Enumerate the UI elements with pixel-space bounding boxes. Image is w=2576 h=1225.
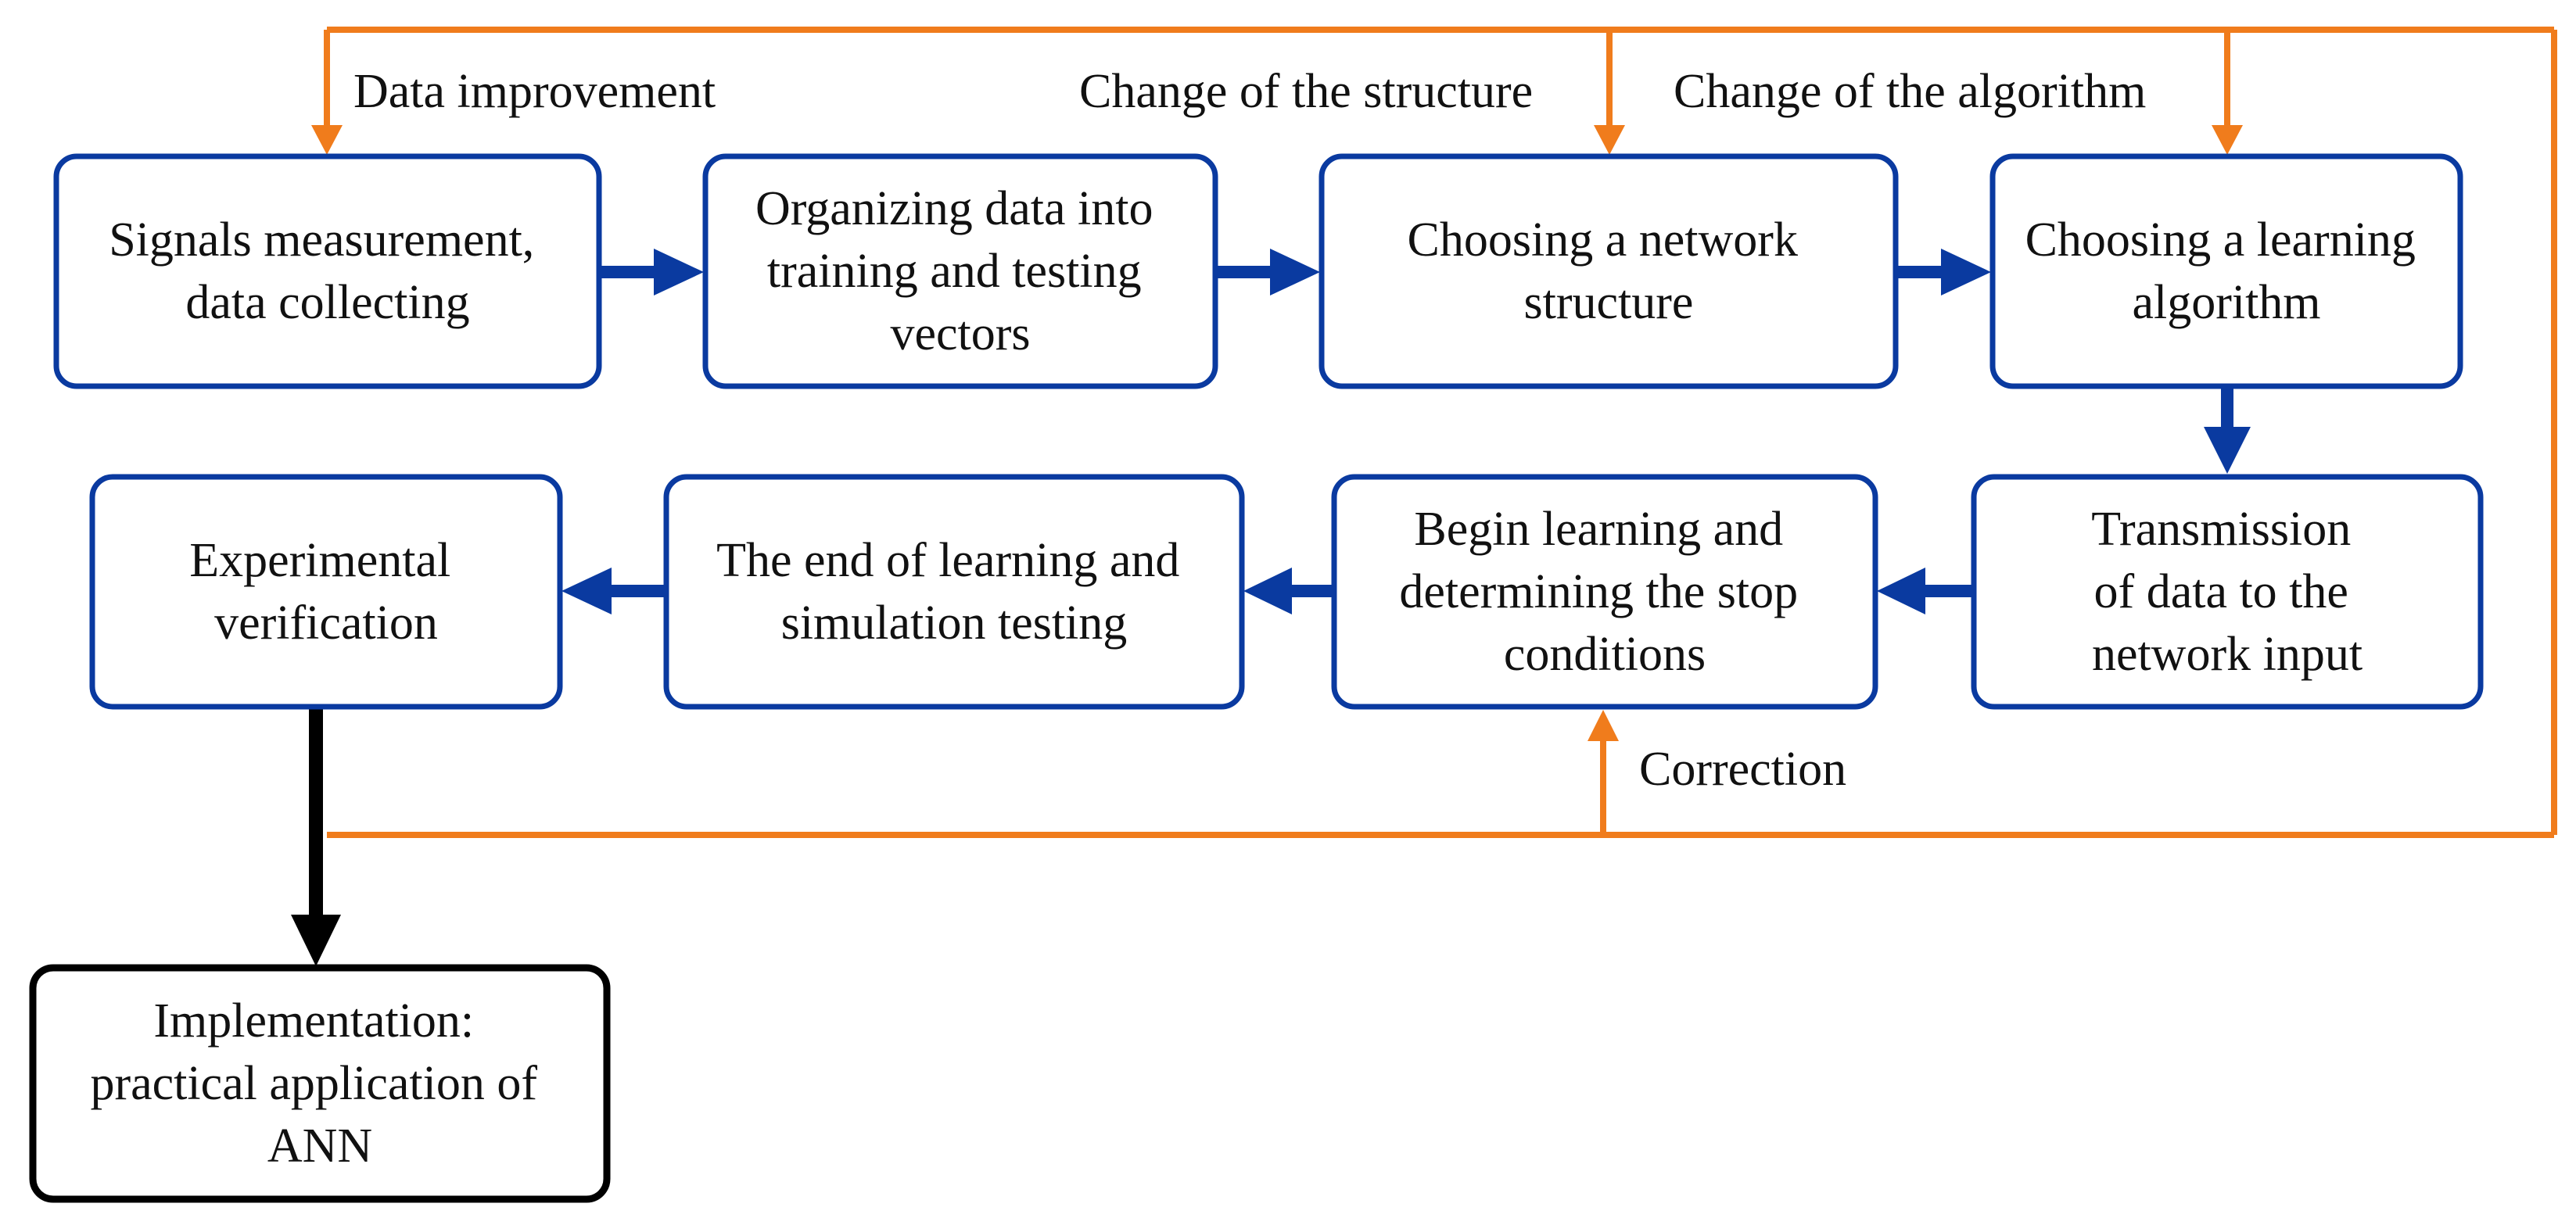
arrow-end-to-experimental-head <box>561 568 612 614</box>
node-structure-box <box>1318 153 1899 389</box>
node-end: The end of learning and simulation testi… <box>663 474 1245 710</box>
node-begin-line-1: Begin learning and <box>1414 503 1783 556</box>
arrow-organizing-to-structure-head <box>1270 249 1320 296</box>
node-transmission-label: Transmission of data to the network inpu… <box>2091 503 2363 681</box>
node-algorithm-line-1: Choosing a learning <box>2025 213 2416 267</box>
node-algorithm-label: Choosing a learning algorithm <box>2025 213 2428 329</box>
feedback-arrowhead-signals <box>311 125 343 155</box>
node-organizing-label: Organizing data into training and testin… <box>755 182 1165 360</box>
label-change-structure: Change of the structure <box>1079 65 1533 118</box>
node-experimental-line-2: verification <box>214 596 438 650</box>
node-algorithm-box <box>1989 153 2463 389</box>
node-begin-line-3: conditions <box>1504 628 1706 681</box>
node-signals-label: Signals measurement, data collecting <box>109 213 547 329</box>
node-signals-line-2: data collecting <box>185 276 469 329</box>
node-implementation-line-2: practical application of <box>90 1057 537 1110</box>
node-implementation-line-3: ANN <box>267 1119 372 1173</box>
node-organizing-line-2: training and testing <box>767 245 1142 298</box>
node-begin-line-2: determining the stop <box>1399 565 1798 618</box>
node-transmission-line-1: Transmission <box>2091 503 2351 556</box>
arrow-begin-to-end-head <box>1243 568 1292 614</box>
node-signals: Signals measurement, data collecting <box>53 153 602 389</box>
node-implementation-label: Implementation: practical application of… <box>90 994 549 1173</box>
process-arrows <box>561 249 2251 614</box>
node-organizing-line-3: vectors <box>890 307 1030 360</box>
node-begin-box <box>1331 474 1878 710</box>
label-change-algorithm: Change of the algorithm <box>1674 65 2146 118</box>
node-experimental-label: Experimental verification <box>189 534 462 650</box>
feedback-arrowhead-structure <box>1594 125 1625 155</box>
node-algorithm-line-2: algorithm <box>2132 276 2320 329</box>
node-structure-line-2: structure <box>1524 276 1694 329</box>
node-organizing-line-1: Organizing data into <box>755 182 1153 235</box>
node-transmission: Transmission of data to the network inpu… <box>1971 474 2484 710</box>
label-data-improvement: Data improvement <box>353 65 716 118</box>
node-structure-line-1: Choosing a network <box>1408 213 1798 267</box>
arrow-structure-to-algorithm-head <box>1941 249 1991 296</box>
final-arrow <box>291 708 341 966</box>
node-end-box <box>663 474 1245 710</box>
node-structure: Choosing a network structure <box>1318 153 1899 389</box>
label-correction: Correction <box>1639 743 1846 796</box>
feedback-loop <box>311 27 2557 838</box>
node-experimental-line-1: Experimental <box>189 534 450 587</box>
feedback-arrowhead-algorithm <box>2212 125 2243 155</box>
node-organizing: Organizing data into training and testin… <box>702 153 1218 389</box>
node-structure-label: Choosing a network structure <box>1408 213 1810 329</box>
node-experimental-box <box>89 474 563 710</box>
node-begin-label: Begin learning and determining the stop … <box>1399 503 1810 681</box>
node-transmission-line-3: network input <box>2092 628 2363 681</box>
node-end-line-2: simulation testing <box>781 596 1128 650</box>
node-implementation: Implementation: practical application of… <box>29 964 611 1203</box>
arrow-experimental-to-implementation-head <box>291 915 341 966</box>
node-algorithm: Choosing a learning algorithm <box>1989 153 2463 389</box>
arrow-transmission-to-begin-head <box>1877 568 1925 614</box>
node-implementation-line-1: Implementation: <box>153 994 474 1048</box>
node-implementation-box <box>29 964 611 1203</box>
node-transmission-line-2: of data to the <box>2094 565 2348 618</box>
node-signals-box <box>53 153 602 389</box>
feedback-arrowhead-correction <box>1588 710 1619 741</box>
node-end-line-1: The end of learning and <box>716 534 1179 587</box>
arrow-algorithm-to-transmission-head <box>2204 427 2251 474</box>
node-experimental: Experimental verification <box>89 474 563 710</box>
node-end-label: The end of learning and simulation testi… <box>716 534 1192 650</box>
node-transmission-box <box>1971 474 2484 710</box>
node-begin: Begin learning and determining the stop … <box>1331 474 1878 710</box>
node-signals-line-1: Signals measurement, <box>109 213 534 267</box>
arrow-signals-to-organizing-head <box>654 249 704 296</box>
node-organizing-box <box>702 153 1218 389</box>
